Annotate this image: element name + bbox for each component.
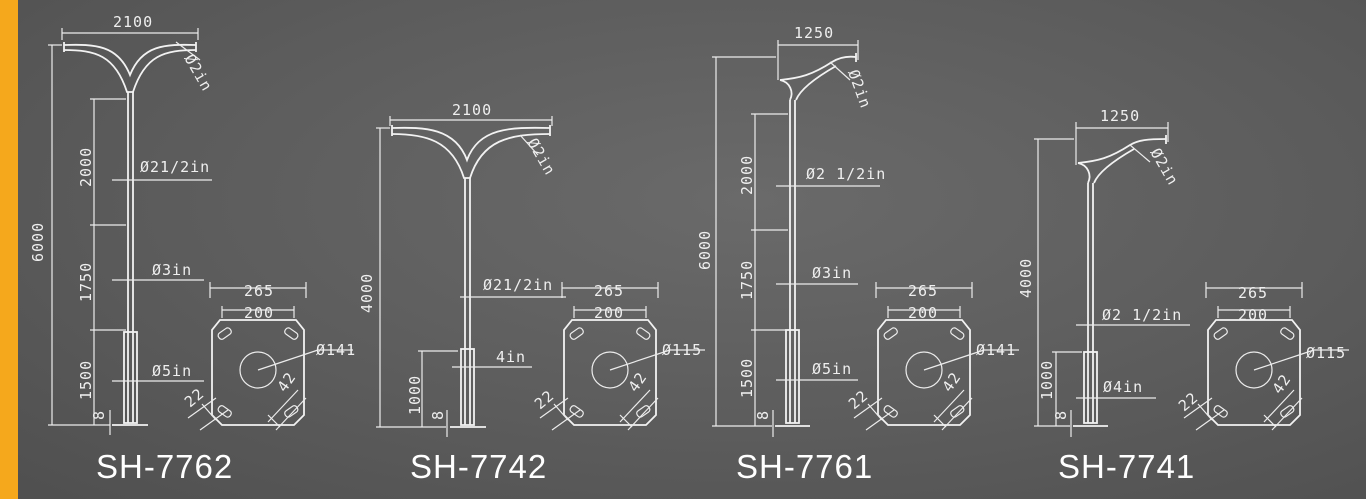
segment-diameter-label: Ø5in (812, 360, 852, 378)
base-slot-label: 22 (531, 386, 558, 413)
base-thickness-label: 8 (754, 410, 772, 420)
total-height-label: 6000 (29, 222, 47, 262)
base-inner-label: 200 (1238, 306, 1268, 324)
arm-span-label: 2100 (452, 101, 492, 119)
base-inner-label: 200 (244, 304, 274, 322)
lower-diameter-label: Ø4in (1103, 378, 1143, 396)
model-label-sh-7761: SH-7761 (736, 448, 874, 485)
base-slot-len-label: 42 (274, 369, 300, 396)
pole-sh-7742 (376, 116, 706, 437)
base-thickness-label: 8 (90, 410, 108, 420)
segment-diameter-label: Ø3in (812, 264, 852, 282)
segment-diameter-label: Ø21/2in (140, 158, 210, 176)
base-hole-label: Ø115 (662, 341, 702, 359)
total-height-label: 4000 (1017, 258, 1035, 298)
base-slot-len-label: 42 (939, 369, 965, 396)
arm-span-label: 1250 (794, 24, 834, 42)
lower-length-label: 1000 (1038, 360, 1056, 400)
upper-diameter-label: Ø2 1/2in (1102, 306, 1182, 324)
segment-length-label: 1500 (738, 358, 756, 398)
segment-length-label: 2000 (738, 155, 756, 195)
base-hole-label: Ø141 (316, 341, 356, 359)
segment-length-label: 1500 (77, 360, 95, 400)
base-outer-label: 265 (1238, 284, 1268, 302)
segment-diameter-label: Ø2 1/2in (806, 165, 886, 183)
dims-sh-7761: 1250 Ø2in 6000 2000 1750 1500 Ø2 1/2in Ø… (696, 24, 1016, 420)
total-height-label: 4000 (358, 273, 376, 313)
arm-span-label: 2100 (113, 13, 153, 31)
model-label-sh-7741: SH-7741 (1058, 448, 1196, 485)
pole-sh-7762 (48, 28, 354, 435)
base-hole-label: Ø115 (1306, 344, 1346, 362)
lower-diameter-label: 4in (496, 348, 526, 366)
model-label-sh-7762: SH-7762 (96, 448, 234, 485)
arm-diameter-label: Ø2in (1147, 145, 1183, 189)
segment-diameter-label: Ø5in (152, 362, 192, 380)
base-hole-label: Ø141 (976, 341, 1016, 359)
total-height-label: 6000 (696, 230, 714, 270)
lower-length-label: 1000 (406, 375, 424, 415)
accent-bar (0, 0, 18, 499)
base-thickness-label: 8 (1052, 410, 1070, 420)
base-outer-label: 265 (908, 282, 938, 300)
base-inner-label: 200 (908, 304, 938, 322)
base-slot-label: 22 (1175, 388, 1202, 415)
base-thickness-label: 8 (429, 410, 447, 420)
upper-diameter-label: Ø21/2in (483, 276, 553, 294)
arm-diameter-label: Ø2in (844, 67, 875, 111)
arm-diameter-label: Ø2in (181, 51, 217, 95)
segment-diameter-label: Ø3in (152, 261, 192, 279)
model-label-sh-7742: SH-7742 (410, 448, 548, 485)
dims-sh-7742: 2100 Ø2in 4000 Ø21/2in 1000 4in 8 265 20… (358, 101, 702, 420)
segment-length-label: 2000 (77, 147, 95, 187)
dims-sh-7741: 1250 Ø2in 4000 Ø2 1/2in 1000 Ø4in 8 265 … (1017, 107, 1346, 420)
arm-diameter-label: Ø2in (524, 135, 560, 179)
pole-sh-7761 (712, 40, 1020, 437)
arm-span-label: 1250 (1100, 107, 1140, 125)
segment-length-label: 1750 (77, 262, 95, 302)
segment-length-label: 1750 (738, 260, 756, 300)
base-outer-label: 265 (594, 282, 624, 300)
base-slot-label: 22 (845, 386, 872, 413)
pole-sh-7741 (1034, 122, 1350, 437)
base-outer-label: 265 (244, 282, 274, 300)
base-inner-label: 200 (594, 304, 624, 322)
base-slot-len-label: 42 (625, 369, 651, 396)
dims-sh-7762: 2100 Ø2in 6000 2000 1750 1500 Ø21/2in Ø3… (29, 13, 356, 420)
